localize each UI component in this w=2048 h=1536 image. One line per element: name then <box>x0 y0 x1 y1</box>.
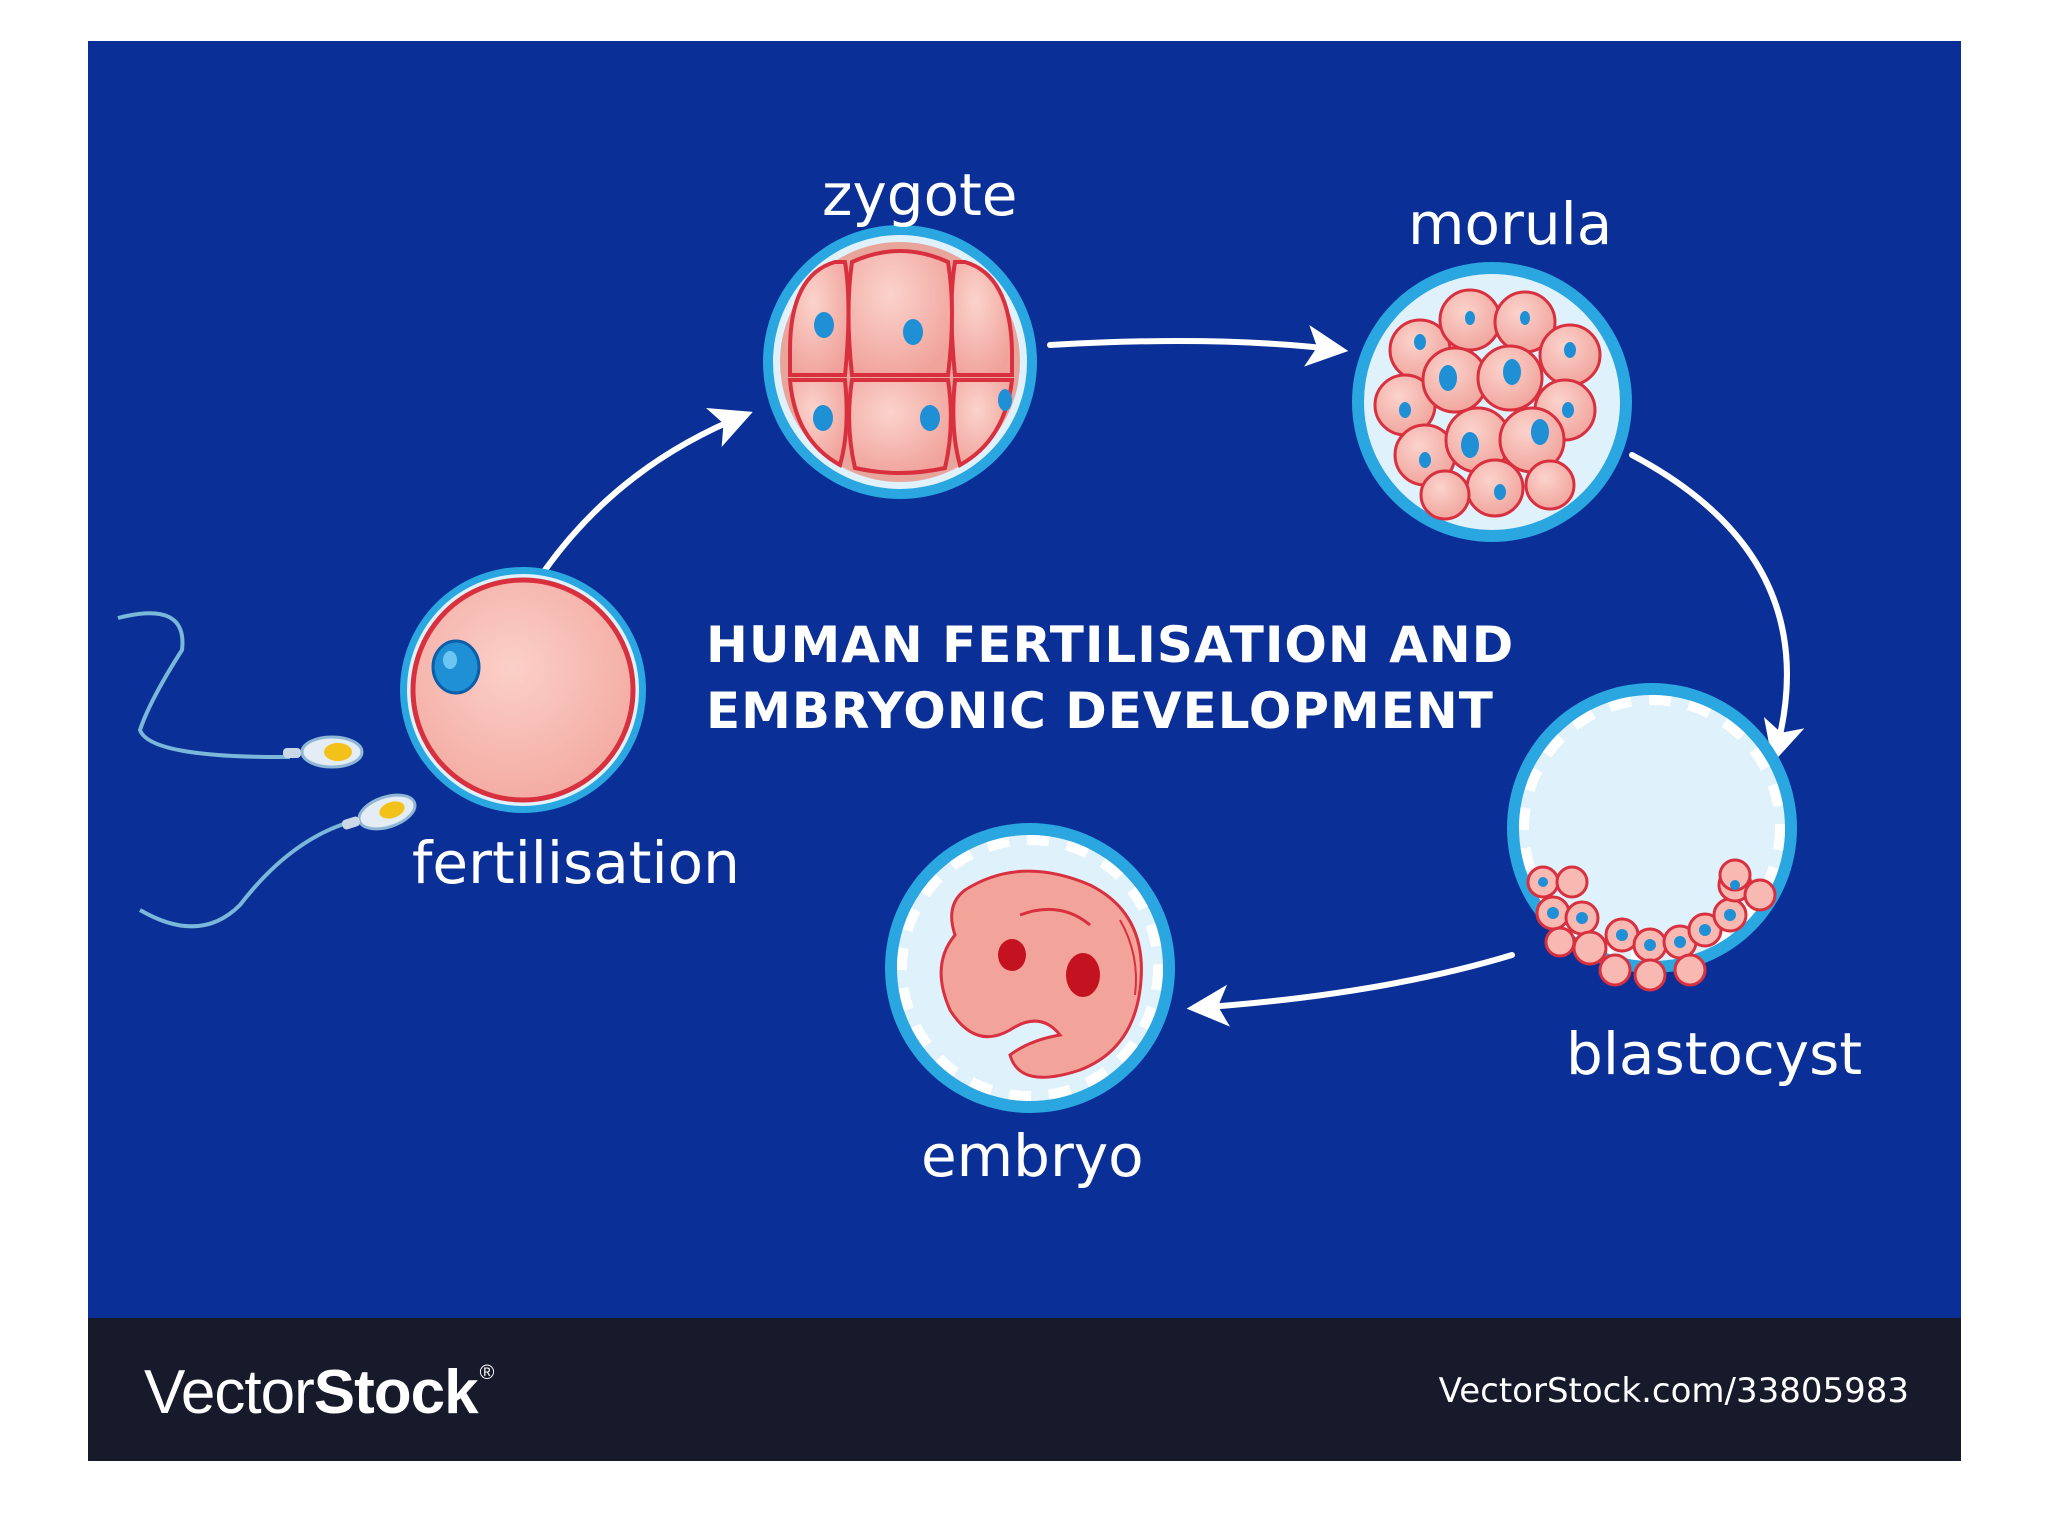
arrow-fertilisation-to-zygote <box>542 407 753 573</box>
image-url: VectorStock.com/33805983 <box>1438 1371 1909 1411</box>
egg-cell-icon <box>400 567 646 813</box>
zygote-cell-icon <box>763 225 1037 499</box>
stage-label-fertilisation: fertilisation <box>412 829 740 897</box>
arrow-blastocyst-to-embryo <box>1186 952 1515 1027</box>
footer-bar: VectorStock® VectorStock.com/33805983 <box>88 1318 1961 1461</box>
stage-label-morula: morula <box>1408 190 1613 258</box>
logo-text-stock: Stock <box>313 1358 479 1427</box>
cycle-arrows <box>542 324 1805 1027</box>
title-line-2: EMBRYONIC DEVELOPMENT <box>706 682 1494 740</box>
sperm-icon <box>117 611 364 769</box>
stage-label-embryo: embryo <box>921 1122 1144 1190</box>
fertilisation-cycle-diagram <box>117 225 1805 1113</box>
stage-label-blastocyst: blastocyst <box>1566 1020 1863 1088</box>
registered-mark: ® <box>479 1362 495 1384</box>
vectorstock-logo: VectorStock® <box>144 1362 495 1424</box>
blastocyst-cell-icon <box>1507 683 1797 992</box>
diagram-title: HUMAN FERTILISATION AND EMBRYONIC DEVELO… <box>706 612 1514 744</box>
logo-text-vector: Vector <box>144 1358 315 1427</box>
stage-label-zygote: zygote <box>822 161 1018 229</box>
morula-cell-icon <box>1352 262 1632 542</box>
sperm-icon <box>138 793 417 929</box>
title-line-1: HUMAN FERTILISATION AND <box>706 616 1515 674</box>
arrow-zygote-to-morula <box>1047 324 1349 367</box>
arrow-morula-to-blastocyst <box>1629 452 1805 764</box>
embryo-cell-icon <box>885 823 1175 1113</box>
